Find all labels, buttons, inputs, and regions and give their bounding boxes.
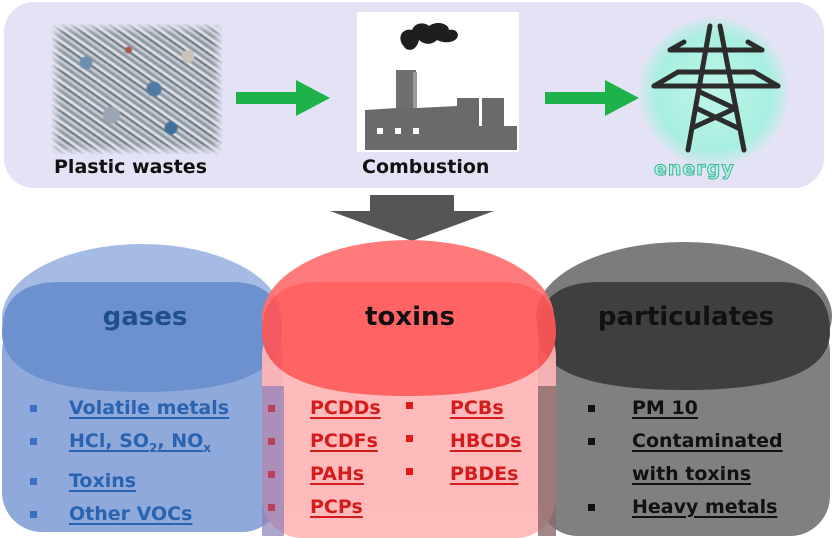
combustion-label: Combustion: [362, 156, 490, 178]
toxins-title: toxins: [365, 302, 455, 332]
particulates-list: PM 10 Contaminated with toxins Heavy met…: [588, 392, 783, 524]
particulates-cylinder: [536, 242, 832, 536]
list-item: PM 10: [588, 392, 783, 425]
plastic-waste-image: [52, 24, 222, 154]
arrow-right-icon: [545, 80, 639, 116]
energy-label: energy: [654, 158, 735, 181]
energy-glow: [640, 18, 788, 166]
particulates-title: particulates: [597, 302, 775, 332]
list-item: Other VOCs: [30, 498, 229, 531]
list-item: PAHs: [268, 458, 381, 491]
list-item: PCBs: [406, 392, 521, 425]
gases-title: gases: [102, 302, 188, 332]
overlap-toxins-particulates: [538, 386, 556, 536]
plastic-wastes-label: Plastic wastes: [54, 156, 208, 178]
category-cylinders: [2, 240, 832, 538]
list-item: PCPs: [268, 491, 381, 524]
gases-list: Volatile metals HCl, SO2, NOx Toxins Oth…: [30, 392, 229, 531]
list-item: Toxins: [30, 465, 229, 498]
gases-cylinder: [2, 244, 282, 532]
arrow-right-icon: [236, 80, 330, 116]
list-item: Contaminated: [588, 425, 783, 458]
list-item: PBDEs: [406, 458, 521, 491]
power-tower-icon: [651, 23, 781, 153]
toxins-list-col2: PCBs HBCDs PBDEs: [406, 392, 521, 491]
list-item: with toxins: [632, 463, 752, 485]
list-item: PCDDs: [268, 392, 381, 425]
list-item: HCl, SO2, NOx: [30, 425, 229, 465]
list-item: HBCDs: [406, 425, 521, 458]
list-item: PCDFs: [268, 425, 381, 458]
overlap-gases-toxins: [262, 386, 284, 536]
arrow-down-icon: [330, 195, 494, 241]
list-item: Heavy metals: [588, 491, 783, 524]
toxins-list-col1: PCDDs PCDFs PAHs PCPs: [268, 392, 381, 524]
list-item: Volatile metals: [30, 392, 229, 425]
factory-icon: [357, 12, 519, 152]
toxins-cylinder: [262, 240, 556, 538]
